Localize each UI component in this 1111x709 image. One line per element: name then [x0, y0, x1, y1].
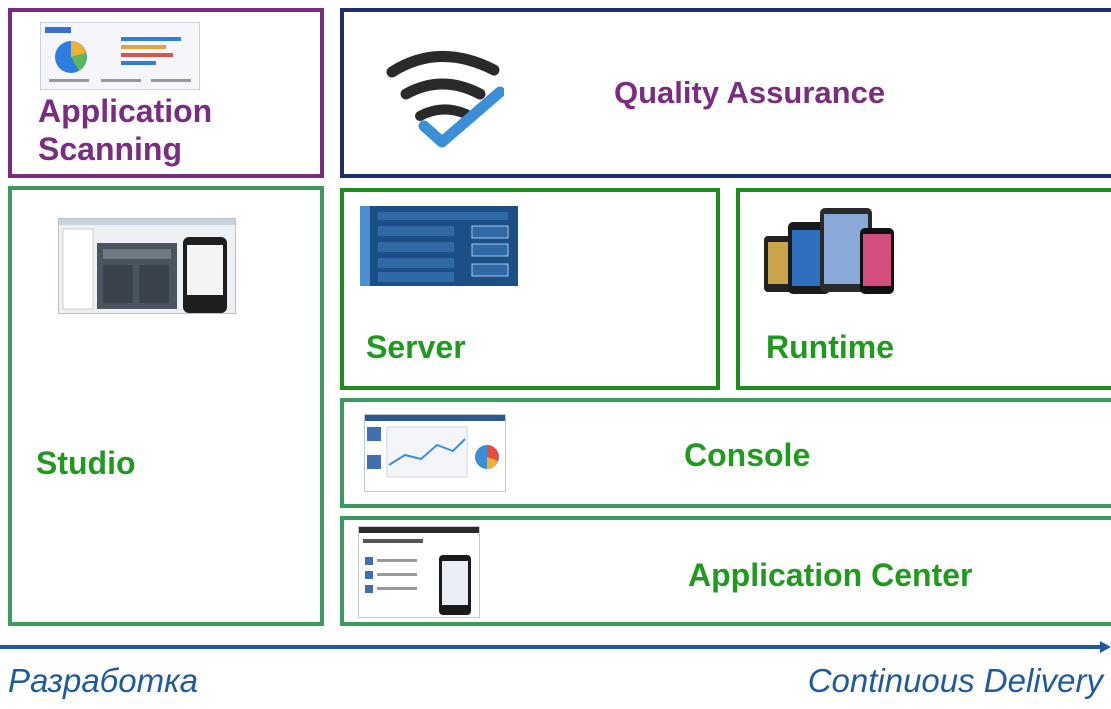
server-label: Server [366, 329, 466, 365]
application-scanning-block: Application Scanning [8, 8, 324, 178]
runtime-block: Runtime [736, 188, 1111, 390]
server-block: Server [340, 188, 720, 390]
timeline-left-label: Разработка [8, 662, 199, 699]
scanning-dashboard-thumbnail [40, 22, 200, 90]
application-center-thumbnail [358, 526, 480, 618]
application-center-label: Application Center [688, 557, 973, 593]
quality-assurance-label: Quality Assurance [614, 75, 886, 110]
studio-label: Studio [36, 445, 136, 481]
application-scanning-label-line1: Application [38, 93, 213, 129]
application-scanning-label-line2: Scanning [38, 131, 183, 168]
quality-assurance-block: Quality Assurance [340, 8, 1111, 178]
studio-block: Studio [8, 186, 324, 626]
console-dashboard-thumbnail [364, 414, 506, 492]
application-center-block: Application Center [340, 516, 1111, 626]
console-block: Console [340, 398, 1111, 508]
timeline-arrow [0, 640, 1111, 654]
runtime-label: Runtime [766, 329, 894, 365]
studio-screenshot-thumbnail [58, 218, 236, 314]
server-architecture-thumbnail [360, 206, 518, 286]
quality-assurance-icon [384, 42, 506, 152]
application-scanning-label: Application Scanning [38, 92, 212, 169]
timeline-right-label: Continuous Delivery [807, 662, 1103, 699]
mobile-devices-image [762, 206, 898, 302]
console-label: Console [684, 437, 811, 473]
